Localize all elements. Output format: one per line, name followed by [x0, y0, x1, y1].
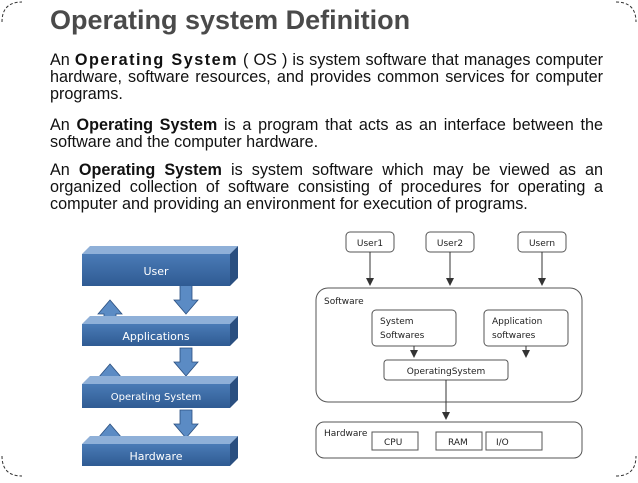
paragraph-2-lead: An [50, 116, 77, 134]
paragraph-definition-3: An Operating System is system software w… [50, 162, 603, 213]
paragraph-3-lead: An [50, 161, 79, 179]
paragraph-3-body: is system software which may be viewed a… [50, 161, 603, 213]
layer-applications: Applications [82, 316, 238, 346]
os-layer-stack-diagram: User Applications Operating System Hardw… [70, 240, 245, 475]
ram-label: RAM [448, 438, 468, 448]
layer-hardware: Hardware [82, 436, 238, 466]
io-box [485, 431, 543, 451]
flow-diagram-svg: User1 User2 Usern Software System Softwa… [315, 231, 583, 459]
stack-arrows [97, 283, 199, 453]
user1-label: User1 [357, 239, 383, 249]
paragraph-1-body: ( OS ) is system software that manages c… [50, 51, 603, 103]
layer-user: User [82, 246, 238, 286]
down-arrow-icon [173, 283, 199, 315]
layer-stack-svg: User Applications Operating System Hardw… [82, 246, 238, 466]
paragraph-2-bold: Operating System [76, 116, 218, 134]
application-softwares-line2: softwares [492, 331, 536, 341]
hardware-label: Hardware [324, 429, 368, 439]
software-label: Software [324, 297, 364, 307]
slide-title: Operating system Definition [50, 5, 411, 35]
operating-system-label: OperatingSystem [407, 367, 486, 377]
application-softwares-line1: Application [492, 317, 542, 327]
paragraph-1-bold: Operating System [74, 51, 238, 69]
paragraph-1-lead: An [50, 51, 75, 69]
cpu-label: CPU [384, 438, 402, 448]
layer-label-user: User [143, 265, 169, 278]
paragraph-3-bold: Operating System [78, 161, 222, 179]
usern-label: Usern [529, 239, 555, 249]
down-arrow-icon [173, 347, 199, 377]
layer-label-operating-system: Operating System [111, 392, 201, 403]
ram-box [435, 431, 483, 451]
user2-label: User2 [437, 239, 463, 249]
io-label: I/O [496, 438, 509, 448]
down-arrow-icon [173, 409, 199, 439]
paragraph-definition-2: An Operating System is a program that ac… [50, 117, 603, 151]
paragraph-2-body: is a program that acts as an interface b… [50, 116, 603, 151]
paragraph-definition-1: An Operating System ( OS ) is system sof… [50, 52, 603, 103]
system-softwares-line2: Softwares [380, 331, 425, 341]
cpu-box [371, 431, 419, 451]
os-flow-diagram: User1 User2 Usern Software System Softwa… [312, 226, 587, 471]
layer-label-hardware: Hardware [129, 450, 182, 463]
system-softwares-line1: System [380, 317, 414, 327]
layer-operating-system: Operating System [82, 376, 238, 408]
layer-label-applications: Applications [122, 330, 189, 343]
